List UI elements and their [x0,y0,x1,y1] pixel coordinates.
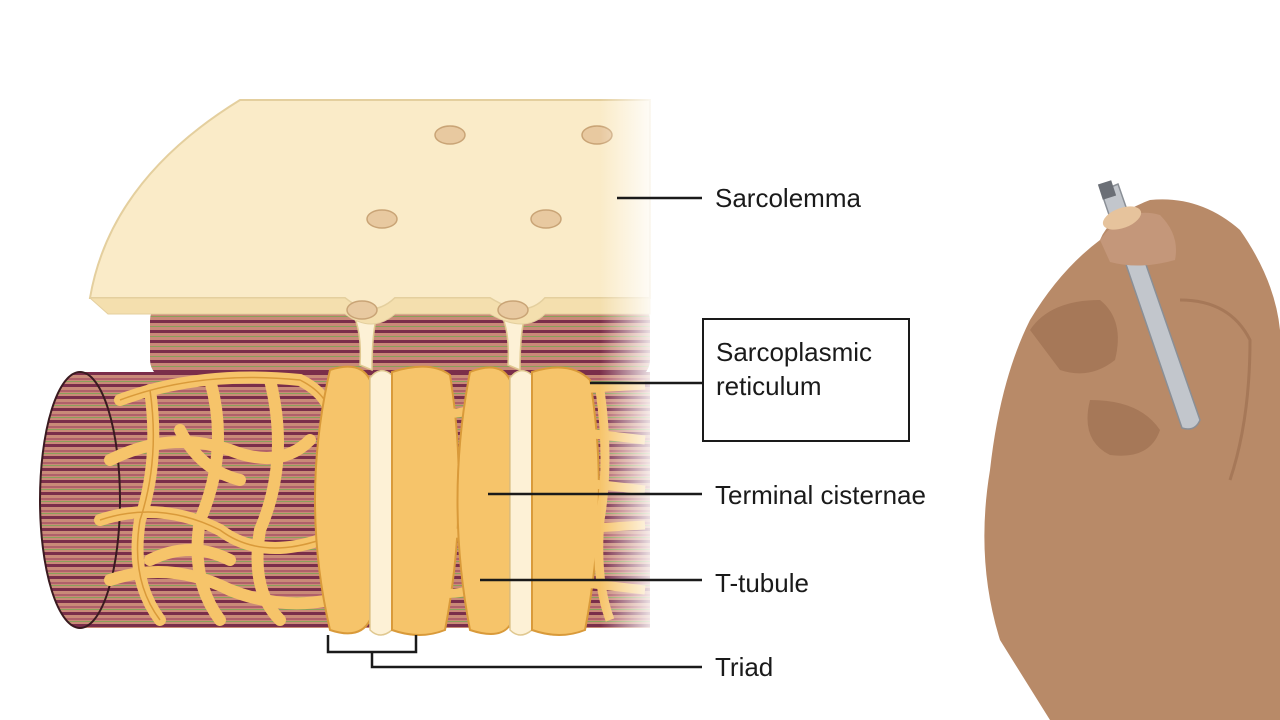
terminal-cisternae-band-3 [458,368,511,635]
sarcolemma-label: Sarcolemma [715,182,861,214]
t-tubule-label: T-tubule [715,567,809,599]
sarcoplasmic-reticulum-label-line1: Sarcoplasmic [716,336,872,368]
sarcoplasmic-reticulum-label-box: Sarcoplasmic reticulum [702,318,910,442]
triad-leader-line [372,652,702,667]
illustration-fade [600,90,660,650]
t-tubule-band-1 [370,371,392,635]
hand-with-marker-illustration [984,180,1280,720]
terminal-cisternae-band-1 [315,367,370,634]
sarcolemma-sheet [90,100,650,324]
t-tubule-band-2 [510,371,532,635]
terminal-cisternae-label: Terminal cisternae [715,479,926,511]
triad-bracket [328,635,416,652]
sarcoplasmic-reticulum-label-line2: reticulum [716,370,821,402]
terminal-cisternae-band-4 [532,368,599,636]
triad-label: Triad [715,651,773,683]
